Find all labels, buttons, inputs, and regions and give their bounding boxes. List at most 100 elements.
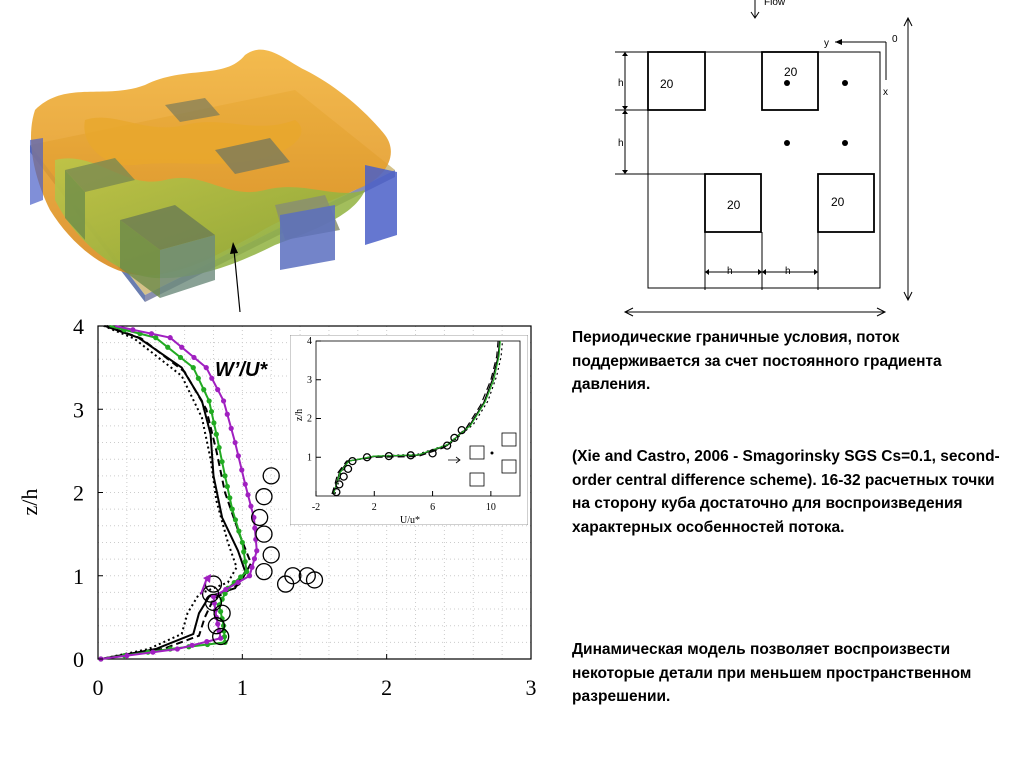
experimental-point [348,456,357,466]
series-marker-green-markers [232,517,239,523]
series-line-black-dashed [331,340,499,495]
x-tick-label: 2 [381,675,392,700]
probe-point [784,140,790,146]
probe-point [842,140,848,146]
blue-side-face [30,138,397,245]
series-marker-magenta-markers [209,375,215,381]
experimental-point [212,627,230,646]
y-tick-label: 4 [307,336,312,347]
flow-label: Flow [764,0,786,8]
experimental-point [406,451,415,460]
series-marker-green-markers [244,568,250,575]
experimental-point [442,441,452,450]
series-marker-green-markers [201,387,207,393]
series-marker-green-markers [211,420,217,426]
x-axis-label: x [883,87,888,98]
x-tick-label: 3 [526,675,537,700]
series-marker-magenta-markers [252,525,258,531]
experimental-point [332,487,341,497]
y-tick-label: 2 [307,414,312,425]
description-periodic-bc: Периодические граничные условия, поток п… [572,329,942,393]
h-label-4: h [785,266,791,277]
series-marker-magenta-markers [130,327,136,333]
series-marker-green-markers [241,549,247,555]
experimental-point [339,472,348,481]
cube-left [65,158,135,240]
series-marker-green-markers [213,431,219,437]
y-tick-label: 1 [73,564,84,589]
h-label-2: h [618,138,624,149]
x-tick-label: 6 [430,502,435,513]
x-tick-label: -2 [312,502,320,513]
magenta-arrow [200,574,211,595]
series-marker-green-markers [236,528,242,534]
series-marker-magenta-markers [224,411,230,417]
series-marker-magenta-markers [242,481,248,487]
description-dynamic-model: Динамическая модель позволяет воспроизве… [572,641,972,705]
inset-experimental-points [332,425,466,497]
probe-point [842,80,848,86]
series-marker-magenta-markers [239,467,245,473]
series-marker-green-markers [190,365,196,371]
inset-cube-diagram [448,432,517,487]
cube-back [165,98,290,174]
series-marker-magenta-markers [210,593,217,600]
flow-arrowhead [750,11,760,19]
experimental-point [255,562,273,581]
y-tick-label: 4 [73,314,84,339]
series-marker-magenta-markers [179,344,185,350]
experimental-point [255,525,273,543]
series-marker-magenta-markers [251,514,257,521]
series-marker-magenta-markers [174,646,180,652]
series-marker-green-markers [222,590,228,597]
series-marker-magenta-markers [215,387,221,393]
series-marker-magenta-markers [167,335,173,341]
experimental-point [335,480,344,489]
cube-top-middle [761,51,819,111]
series-marker-green-markers [153,335,159,341]
experimental-point [428,449,437,458]
experimental-point [201,585,220,603]
experimental-point [343,464,353,474]
series-marker-green-markers [218,608,224,615]
series-line-black-dashed [100,325,253,660]
series-marker-green-markers [165,344,171,350]
series-marker-magenta-markers [246,573,253,579]
series-marker-magenta-markers [220,398,227,404]
pointer-arrow [230,242,241,313]
inset-probe-dot [490,451,494,455]
series-marker-green-markers [239,539,245,546]
series-marker-magenta-markers [235,579,241,586]
cube-bottom-left [704,173,762,233]
experimental-point [362,453,372,462]
probe-point [784,80,790,86]
cube-label-3: 20 [727,198,741,212]
series-marker-green-markers [242,559,248,565]
series-marker-magenta-markers [191,354,197,361]
cube-label-2: 20 [784,65,798,79]
series-marker-green-markers [224,483,230,490]
y-tick-label: 3 [73,397,84,422]
experimental-point [207,617,226,635]
x-tick-label: 10 [486,502,496,513]
experimental-point [213,604,231,622]
series-marker-green-markers [238,574,244,580]
y-tick-label: 1 [307,452,312,463]
series-marker-green-markers [208,408,215,415]
series-marker-magenta-markers [251,556,258,562]
experimental-point [262,467,280,485]
series-marker-green-markers [195,375,201,381]
series-marker-green-markers [219,459,225,465]
series-marker-magenta-markers [150,649,156,655]
cube-label-4: 20 [831,195,845,209]
series-marker-magenta-markers [124,653,130,659]
series-marker-green-markers [222,473,228,479]
x-tick-label: 0 [93,675,104,700]
series-marker-green-markers [229,506,235,512]
experimental-point [204,593,223,612]
inset-x-axis-label: U/u* [400,515,420,525]
experimental-point [276,575,295,593]
